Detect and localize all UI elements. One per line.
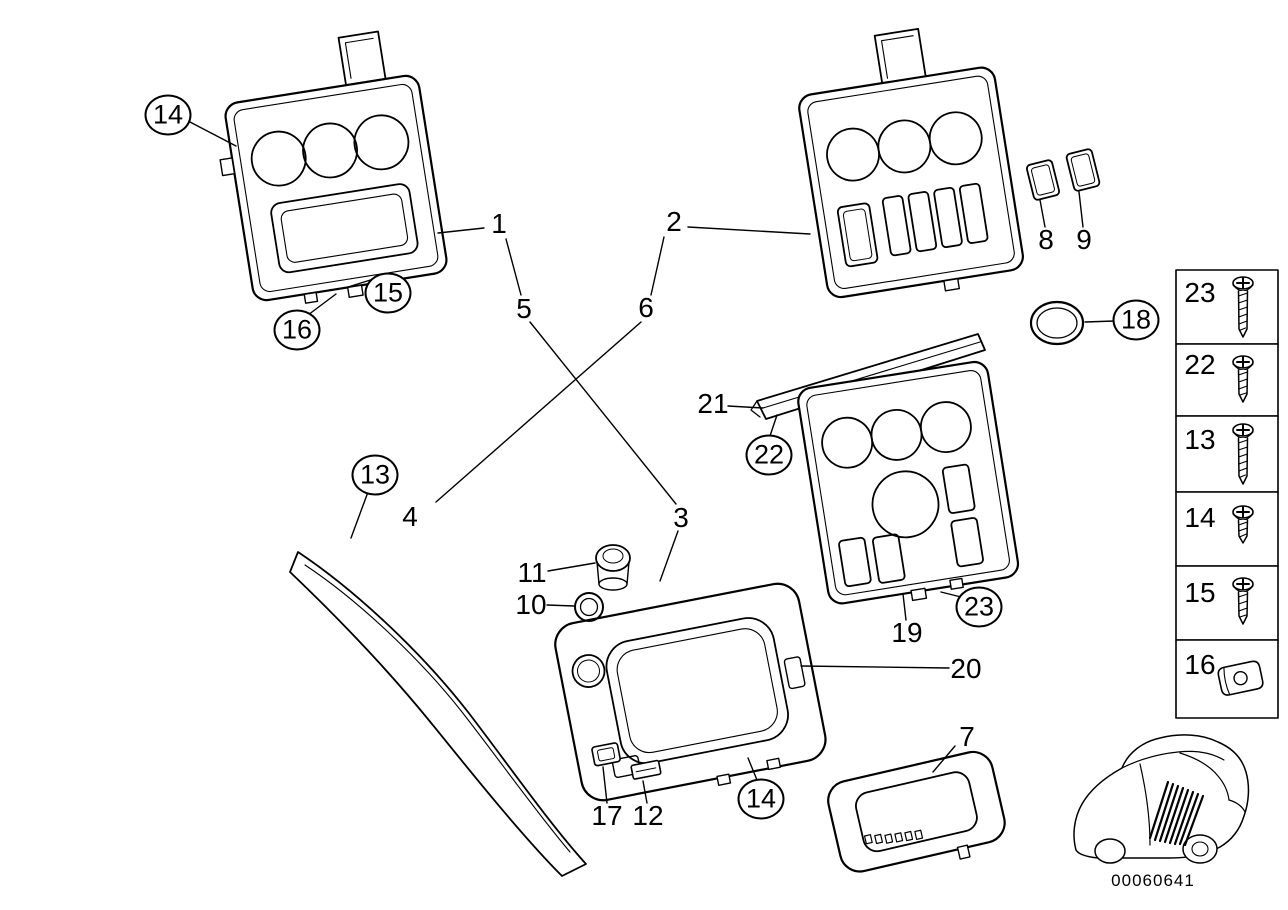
callout-18-circled[interactable]: 18 xyxy=(1112,299,1160,341)
callout-1[interactable]: 1 xyxy=(491,208,507,239)
heater-trim-panel-lower xyxy=(797,360,1020,605)
callout-22-circled[interactable]: 22 xyxy=(745,434,793,476)
figure-code: 00060641 xyxy=(1111,871,1195,890)
callout-8[interactable]: 8 xyxy=(1038,224,1054,255)
blank-cover-9 xyxy=(1065,148,1101,192)
shifter-console-plate xyxy=(554,582,827,802)
callout-9[interactable]: 9 xyxy=(1076,224,1092,255)
callout-19[interactable]: 19 xyxy=(891,617,923,648)
legend-item-16[interactable]: 16 xyxy=(1184,649,1216,680)
heater-trim-panel-right xyxy=(798,27,1024,299)
legend-item-22[interactable]: 22 xyxy=(1184,349,1216,380)
switch-blank-17 xyxy=(591,742,621,767)
socket-ring xyxy=(574,592,604,622)
legend-item-15[interactable]: 15 xyxy=(1184,577,1216,608)
callout-15-circled[interactable]: 15 xyxy=(364,272,412,314)
callout-14-circled-bottom[interactable]: 14 xyxy=(737,778,785,820)
fastener-legend xyxy=(1175,269,1279,719)
legend-item-23[interactable]: 23 xyxy=(1184,277,1216,308)
shift-gate-trim xyxy=(827,750,1006,873)
callout-11[interactable]: 11 xyxy=(517,557,547,588)
callout-13-circled[interactable]: 13 xyxy=(351,454,399,496)
grommet-ring xyxy=(1029,300,1085,346)
callout-7[interactable]: 7 xyxy=(959,721,975,752)
callout-23-circled[interactable]: 23 xyxy=(955,586,1003,628)
blank-cover-8 xyxy=(1025,159,1061,201)
callout-4[interactable]: 4 xyxy=(402,501,418,532)
callout-3[interactable]: 3 xyxy=(673,502,689,533)
callout-16-circled[interactable]: 16 xyxy=(273,309,321,351)
callout-20[interactable]: 20 xyxy=(950,653,982,684)
car-locator-sketch xyxy=(1073,734,1250,864)
legend-item-14[interactable]: 14 xyxy=(1184,502,1216,533)
cover-strip-12 xyxy=(630,759,662,780)
cigarette-lighter xyxy=(595,544,631,591)
callout-6[interactable]: 6 xyxy=(638,292,654,323)
callout-10[interactable]: 10 xyxy=(515,589,547,620)
callout-2[interactable]: 2 xyxy=(666,206,682,237)
callout-5[interactable]: 5 xyxy=(516,293,532,324)
heater-trim-panel-left xyxy=(219,30,448,304)
side-trim-strip xyxy=(289,551,587,877)
callout-17[interactable]: 17 xyxy=(591,800,623,831)
callout-21[interactable]: 21 xyxy=(697,388,729,419)
leader-lines xyxy=(189,121,1115,804)
car-door-hatch xyxy=(1148,780,1205,847)
callout-14-circled-top[interactable]: 14 xyxy=(144,94,192,136)
legend-item-13[interactable]: 13 xyxy=(1184,424,1216,455)
callout-12[interactable]: 12 xyxy=(632,800,664,831)
